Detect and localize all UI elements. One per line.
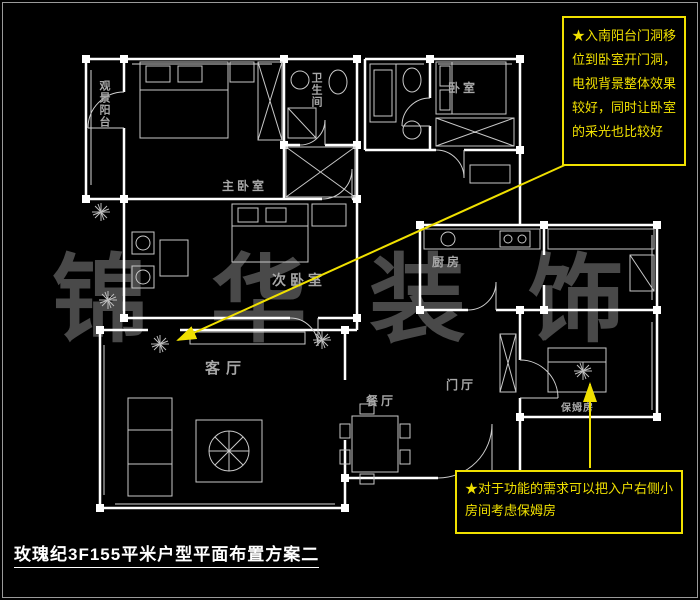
hall-cabinet [469, 164, 511, 184]
sink-icon [402, 120, 422, 140]
toilet-icon [402, 67, 422, 93]
utility-counter [547, 228, 655, 292]
shower [287, 107, 317, 139]
foyer-cabinet [499, 333, 517, 393]
plan-title: 玫瑰纪3F155平米户型平面布置方案二 [14, 540, 320, 568]
room-label-bathroom: 卫生间 [310, 72, 323, 108]
sink-icon [290, 70, 310, 90]
room-labels: 观景阳台 主卧室 卫生间 卧室 次卧室 厨房 客厅 餐厅 门厅 保姆房 [98, 72, 594, 414]
bathtub [369, 63, 397, 123]
room-label-view-balcony: 观景阳台 [98, 80, 112, 128]
plant-icon [150, 334, 170, 354]
plant-icon [91, 202, 111, 222]
toilet-icon [328, 69, 348, 95]
room-label-master-bedroom: 主卧室 [222, 178, 267, 193]
room-label-second-bedroom: 次卧室 [272, 272, 326, 288]
master-bed [139, 61, 356, 198]
room-label-nanny-room: 保姆房 [560, 401, 594, 414]
room-label-dining-room: 餐厅 [366, 393, 396, 408]
annotation-arrows [176, 163, 597, 468]
annotation-nanny-note: ★对于功能的需求可以把入户右侧小房间考虑保姆房 [455, 470, 683, 534]
nanny-bed [547, 347, 607, 393]
second-bedroom-furniture [131, 203, 347, 289]
watermark: 锦 华 装 饰 [52, 247, 643, 354]
dining-table [339, 403, 411, 485]
room-label-living-room: 客厅 [204, 359, 247, 377]
living-room-furniture [127, 331, 306, 497]
plant-icon [98, 290, 118, 310]
kitchen-sink-icon [440, 231, 456, 247]
room-label-bedroom: 卧室 [448, 80, 478, 95]
arrow-to-balcony-door [176, 163, 568, 341]
room-label-kitchen: 厨房 [432, 254, 462, 269]
annotation-balcony-note: ★入南阳台门洞移位到卧室开门洞，电视背景整体效果较好，同时让卧室的采光也比较好 [562, 16, 686, 166]
plant-icons [91, 202, 593, 381]
walls [84, 57, 659, 510]
door-swings [87, 91, 559, 479]
room-label-foyer: 门厅 [446, 377, 476, 392]
kitchen-counter [423, 228, 541, 250]
plant-icon [573, 361, 593, 381]
bedroom-bed [435, 61, 515, 147]
furniture [127, 61, 655, 497]
